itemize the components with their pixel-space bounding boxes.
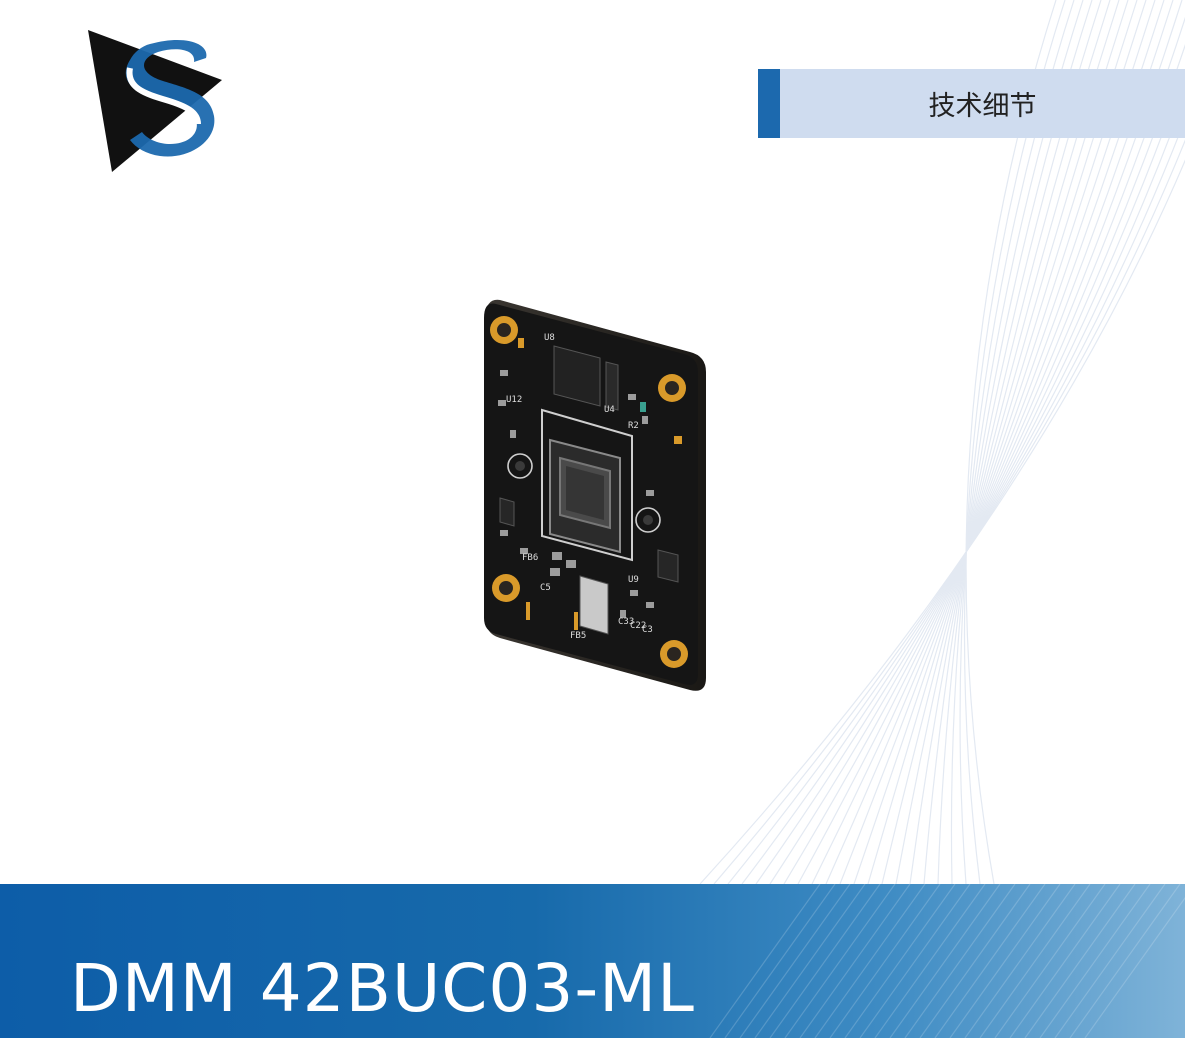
- svg-text:C33: C33: [618, 617, 634, 627]
- section-label: 技术细节: [928, 91, 1037, 122]
- svg-text:U12: U12: [506, 395, 522, 405]
- svg-text:U4: U4: [604, 405, 615, 415]
- camera-board-image: U8 U12 U4 U9 C5 C3 FB5 FB6 R2 C22 C33: [484, 299, 706, 691]
- svg-text:U9: U9: [628, 575, 639, 585]
- svg-text:FB5: FB5: [570, 631, 586, 641]
- svg-text:R2: R2: [628, 421, 639, 431]
- company-logo: [88, 30, 222, 172]
- banner-line-pattern: [709, 884, 1185, 1038]
- svg-text:U8: U8: [544, 333, 555, 343]
- svg-text:FB6: FB6: [522, 553, 538, 563]
- tab-accent-bar: [758, 69, 780, 138]
- svg-text:C3: C3: [642, 625, 653, 635]
- svg-text:C5: C5: [540, 583, 551, 593]
- section-tab: 技术细节: [758, 69, 1185, 138]
- product-banner: [0, 884, 1185, 1038]
- svg-text:C22: C22: [630, 621, 646, 631]
- product-title: DMM 42BUC03-ML: [70, 950, 695, 1027]
